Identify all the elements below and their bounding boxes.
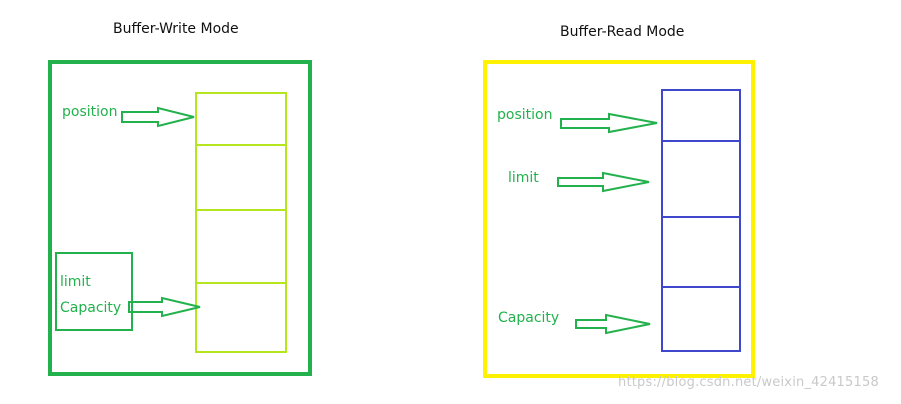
- write-capacity-arrow: [128, 296, 201, 318]
- read-limit-arrow: [557, 171, 650, 193]
- read-mode-title: Buffer-Read Mode: [560, 24, 685, 40]
- write-buffer-cell-4: [195, 282, 287, 353]
- write-capacity-label: Capacity: [60, 300, 122, 316]
- write-mode-frame: [48, 60, 312, 376]
- read-limit-label: limit: [508, 170, 539, 186]
- write-position-label: position: [62, 104, 118, 120]
- read-capacity-arrow: [575, 313, 651, 335]
- write-position-arrow: [121, 106, 195, 128]
- read-position-label: position: [497, 107, 553, 123]
- read-position-arrow: [560, 112, 658, 134]
- read-mode-frame: [483, 60, 755, 378]
- write-mode-title: Buffer-Write Mode: [113, 21, 239, 37]
- read-buffer-cell-4: [661, 286, 741, 352]
- watermark-text: https://blog.csdn.net/weixin_42415158: [618, 375, 879, 390]
- read-capacity-label: Capacity: [498, 310, 560, 326]
- write-limit-capacity-box: [55, 252, 133, 331]
- write-limit-label: limit: [60, 274, 91, 290]
